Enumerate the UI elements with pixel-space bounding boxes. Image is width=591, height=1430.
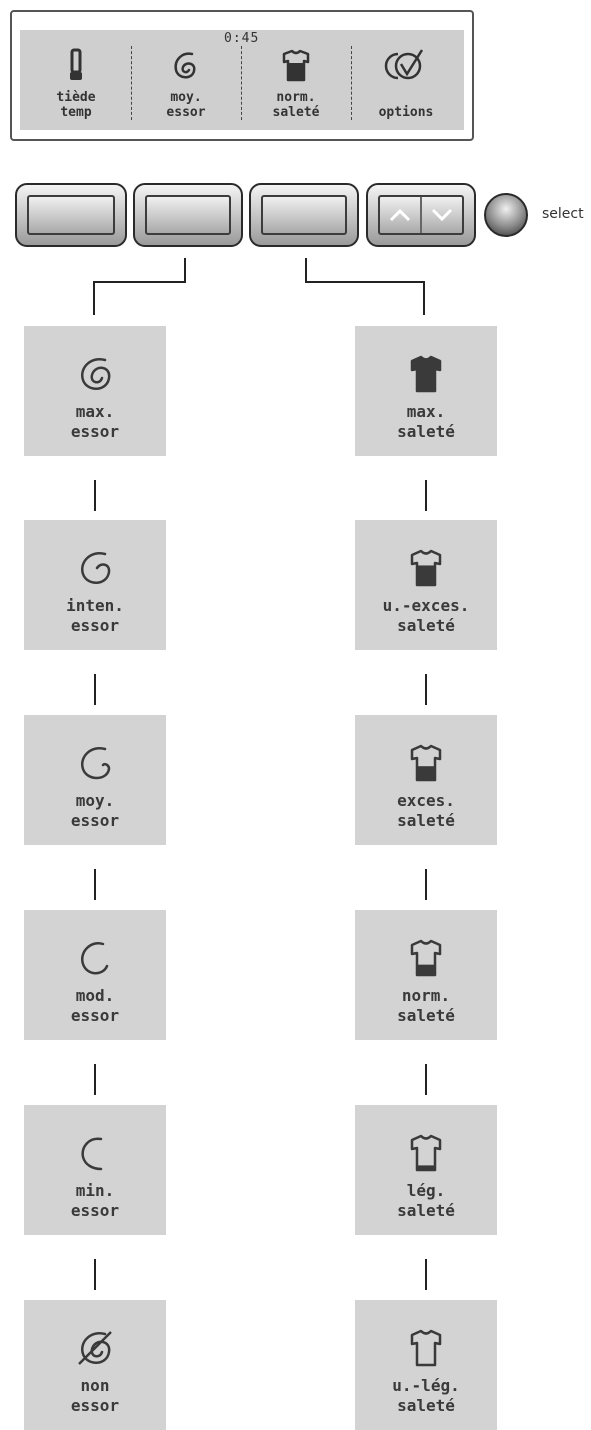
spin-inten-icon	[80, 551, 111, 584]
shirt-uexces-icon	[410, 549, 442, 587]
soil-option-tile: u.-exces.saleté	[355, 520, 497, 650]
soil-option-tile: u.-lég.saleté	[355, 1300, 497, 1430]
soil-option-label: max.saleté	[397, 402, 455, 441]
spin-option-tile: inten.essor	[24, 520, 166, 650]
soil-option-label: u.-exces.saleté	[382, 596, 470, 635]
spin-mod-icon	[80, 941, 109, 975]
soil-option-tile: lég.saleté	[355, 1105, 497, 1235]
connector-line	[425, 869, 427, 900]
soil-button[interactable]	[249, 183, 359, 247]
connector-line	[425, 1259, 427, 1290]
time-readout: 0:45	[224, 31, 260, 46]
spin-option-label: inten.essor	[66, 596, 124, 635]
spin-option-tile: mod.essor	[24, 910, 166, 1040]
display-divider	[131, 46, 132, 120]
connector-line	[425, 1064, 427, 1095]
display-label-options: options	[378, 105, 434, 120]
connector-line	[94, 869, 96, 900]
spin-option-label: max.essor	[70, 402, 120, 441]
connector-line	[94, 1064, 96, 1095]
soil-option-label: u.-lég.saleté	[392, 1376, 460, 1415]
shirt-leg-icon	[410, 1134, 442, 1172]
spin-max-icon	[80, 357, 111, 390]
soil-option-tile: max.saleté	[355, 326, 497, 456]
temp-button[interactable]	[15, 183, 127, 247]
spin-option-tile: max.essor	[24, 326, 166, 456]
arrow-down-icon[interactable]	[422, 197, 462, 233]
spin-option-label: mod.essor	[70, 986, 120, 1025]
spin-option-tile: min.essor	[24, 1105, 166, 1235]
spin-moy-icon	[80, 746, 111, 780]
spin-option-label: moy.essor	[70, 791, 120, 830]
shirt-uleg-icon	[410, 1329, 442, 1367]
spin-button[interactable]	[133, 183, 243, 247]
select-label: select	[542, 206, 584, 222]
display-label-spin: moy.essor	[166, 90, 206, 120]
select-knob[interactable]	[484, 193, 528, 237]
options-icon	[384, 49, 424, 80]
arrow-up-icon[interactable]	[380, 197, 422, 233]
soil-option-label: norm.saleté	[397, 986, 455, 1025]
soil-option-tile: norm.saleté	[355, 910, 497, 1040]
spin-option-tile: moy.essor	[24, 715, 166, 845]
thermometer-icon	[70, 48, 82, 80]
display-screen	[20, 30, 464, 130]
no-spin-icon	[78, 1331, 112, 1365]
connector-line	[425, 674, 427, 705]
soil-option-label: lég.saleté	[397, 1181, 455, 1220]
shirt-norm-icon	[410, 939, 442, 977]
connector-line	[94, 480, 96, 511]
soil-option-label: exces.saleté	[397, 791, 455, 830]
spin-min-icon	[81, 1137, 103, 1171]
spin-icon	[174, 52, 196, 79]
shirt-exces-icon	[410, 744, 442, 782]
options-arrows-button[interactable]	[366, 183, 476, 247]
display-label-soil: norm.saleté	[272, 90, 320, 120]
shirt-icon	[282, 49, 310, 82]
soil-option-tile: exces.saleté	[355, 715, 497, 845]
connector-line	[425, 480, 427, 511]
connector-line	[94, 1259, 96, 1290]
shirt-full-icon	[410, 355, 442, 393]
spin-option-label: min.essor	[70, 1181, 120, 1220]
button-connectors	[93, 258, 425, 315]
display-divider	[241, 46, 242, 120]
display-divider	[351, 46, 352, 120]
connector-line	[94, 674, 96, 705]
